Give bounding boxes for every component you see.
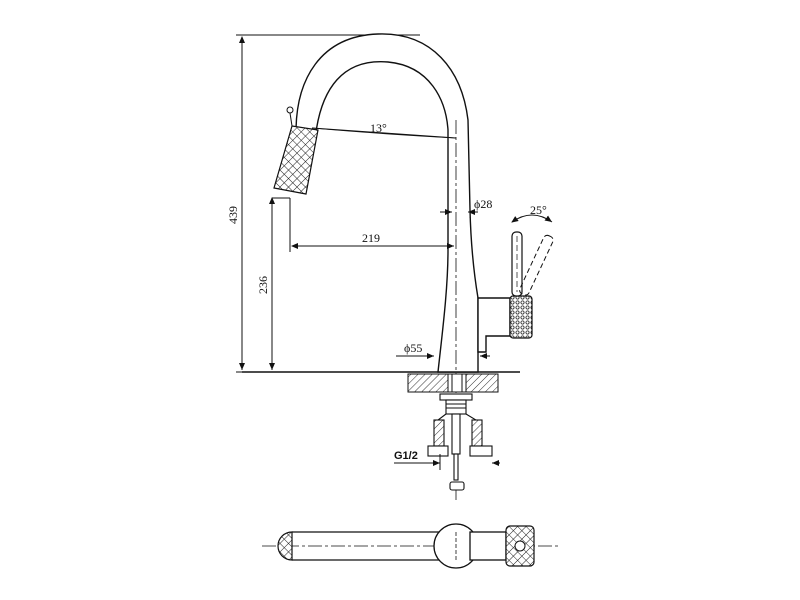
spout-height-label: 236 <box>256 276 270 294</box>
lever-knob <box>509 295 533 339</box>
total-height-label: 439 <box>226 206 240 224</box>
base-diameter-label: ϕ55 <box>404 341 422 355</box>
lever-handle-tilted <box>519 234 554 296</box>
thread-dimension <box>394 454 500 470</box>
spout-angle-label: 13° <box>370 121 387 135</box>
body-diameter-label: ϕ28 <box>474 197 492 211</box>
lever-angle-label: 25° <box>530 203 547 217</box>
lever-housing <box>477 297 511 353</box>
faucet-body <box>295 33 479 373</box>
reach-dimension <box>289 198 454 252</box>
countertop-section <box>407 373 499 393</box>
body-diameter-dimension <box>440 204 478 218</box>
spray-head <box>272 106 319 199</box>
reach-label: 219 <box>362 231 380 245</box>
lever-angle-dimension <box>511 214 553 223</box>
mounting-hardware <box>427 393 493 491</box>
spout-angle-dimension <box>311 127 457 139</box>
lever-handle <box>511 231 523 297</box>
thread-label: G1/2 <box>394 450 418 462</box>
top-view <box>262 523 560 569</box>
